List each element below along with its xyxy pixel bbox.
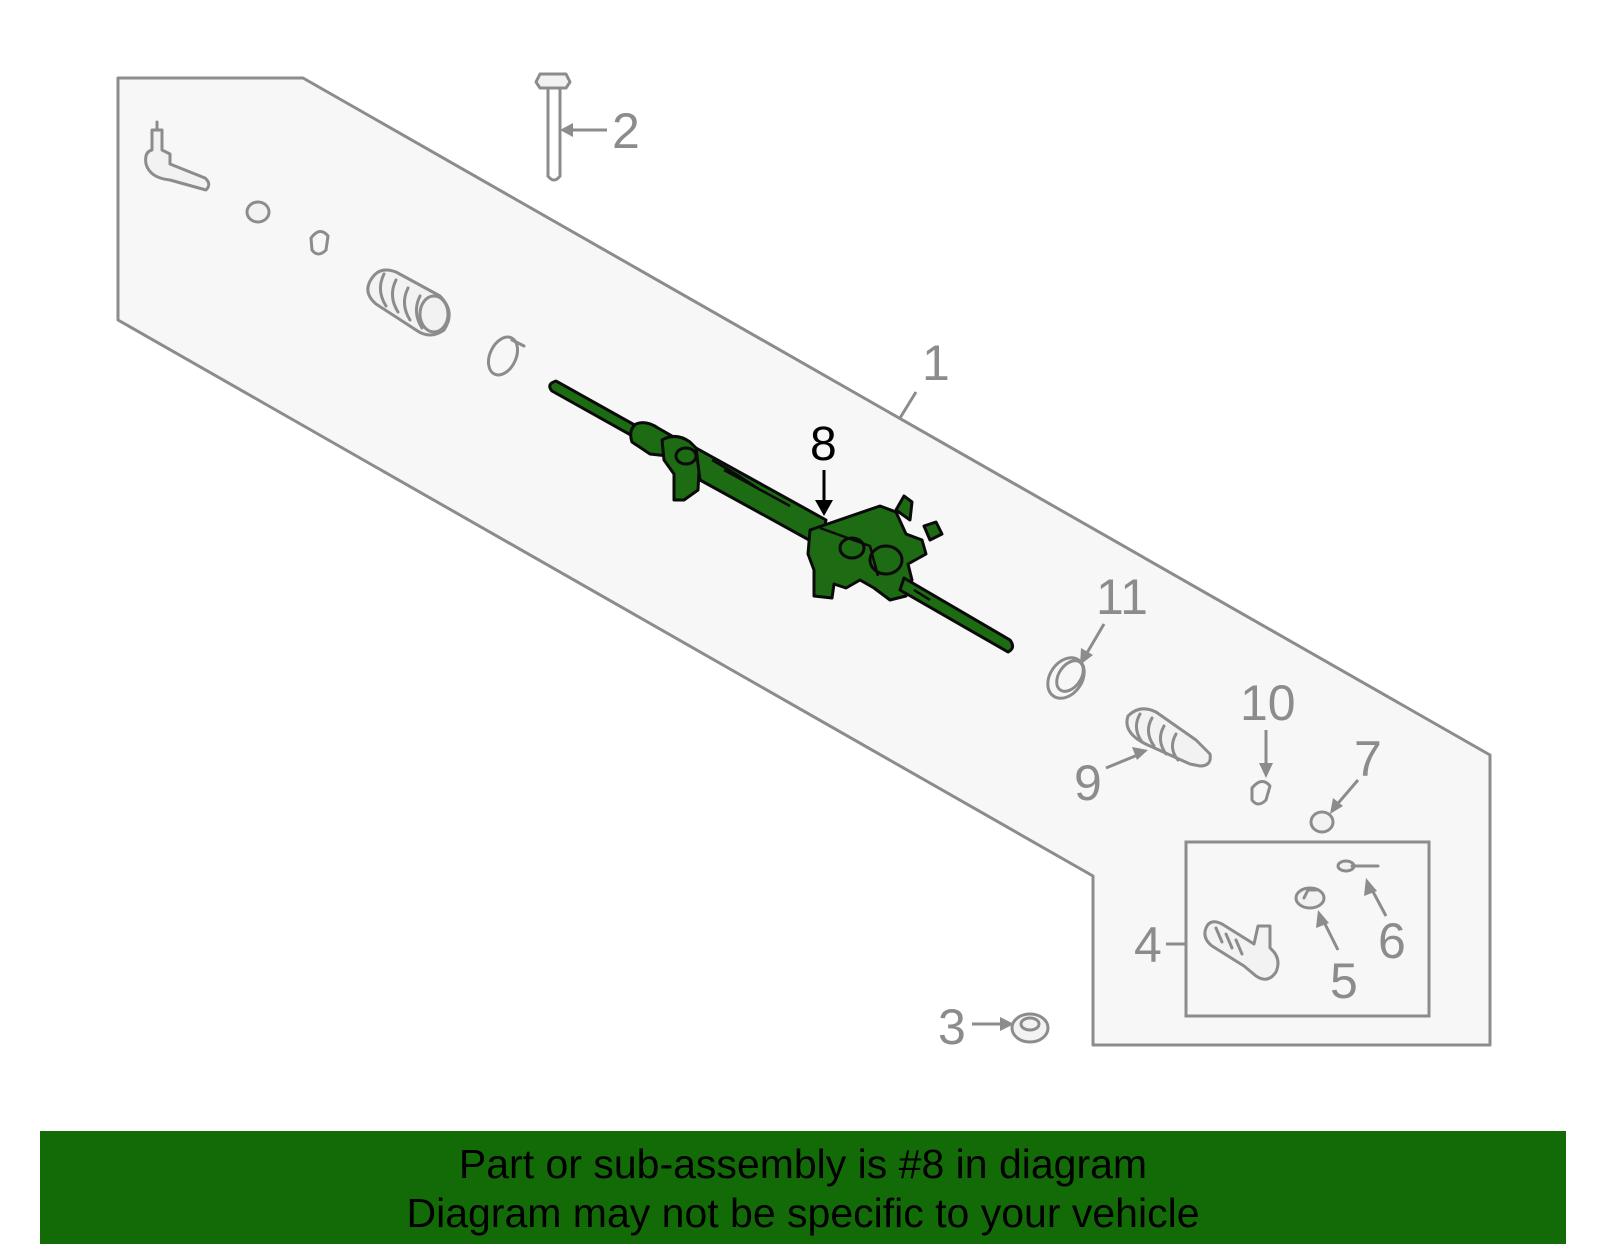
steering-rack-assembly	[548, 379, 1015, 654]
right-clamp-small	[1250, 780, 1272, 806]
bolt-part	[534, 72, 572, 182]
left-clamp-ring	[486, 335, 520, 377]
right-boot	[1125, 707, 1212, 768]
callout-8-arrowhead	[815, 500, 833, 516]
callout-10: 10	[1240, 675, 1296, 731]
callout-7: 7	[1354, 731, 1382, 787]
callout-2: 2	[612, 103, 640, 159]
callout-2-arrowhead	[560, 123, 573, 137]
left-nut	[245, 200, 271, 224]
outer-tie-rod-end	[1203, 920, 1280, 981]
banner-line-2: Diagram may not be specific to your vehi…	[406, 1190, 1200, 1236]
mounting-nut	[1010, 1012, 1050, 1044]
info-banner: Part or sub-assembly is #8 in diagram Di…	[40, 1131, 1566, 1244]
callout-4: 4	[1134, 917, 1162, 973]
tie-rod-nut	[1309, 810, 1335, 834]
left-tie-rod-end	[144, 120, 211, 192]
banner-line-1: Part or sub-assembly is #8 in diagram	[458, 1141, 1148, 1187]
callout-1: 1	[922, 335, 950, 391]
callout-1-leader	[898, 391, 918, 419]
callout-9: 9	[1074, 755, 1102, 811]
callout-6: 6	[1378, 913, 1406, 969]
assembly-panel	[116, 76, 1492, 1047]
castle-nut	[1294, 886, 1326, 910]
callout-3: 3	[938, 999, 966, 1055]
callout-9-leader	[1105, 752, 1141, 770]
callout-5: 5	[1330, 953, 1358, 1009]
left-boot	[366, 268, 451, 337]
left-clamp-small	[309, 230, 330, 256]
callout-8: 8	[810, 418, 837, 471]
cotter-pin	[1336, 859, 1380, 873]
callout-11: 11	[1096, 569, 1148, 625]
